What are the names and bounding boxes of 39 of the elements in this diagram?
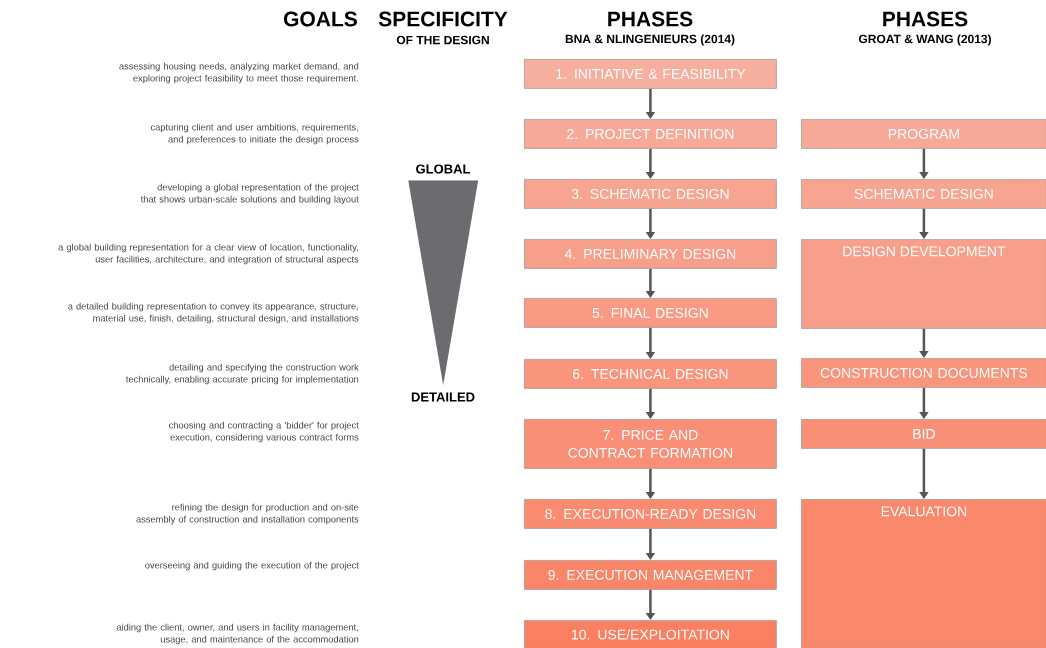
goal-text: detailing and specifying the construction work technically, enabling accurate pricing for implementation: [126, 363, 359, 385]
phase-box: 9. EXECUTION MANAGEMENT: [524, 560, 777, 590]
goal-text: developing a global representation of the project that shows urban-scale solutions and building layout: [140, 183, 359, 205]
phase-box: PROGRAM: [801, 119, 1046, 149]
phase-box: 2. PROJECT DEFINITION: [524, 119, 777, 149]
column-heading: GOALS: [284, 11, 357, 27]
phase-box: DESIGN DEVELOPMENT: [801, 239, 1046, 329]
column-subheading: OF THE DESIGN: [396, 35, 489, 45]
goal-text: a global building representation for a clear view of location, functionality, user facilities, architecture, and integration of structural aspects: [58, 243, 359, 265]
phase-box: 4. PRELIMINARY DESIGN: [524, 239, 777, 269]
phase-box: 8. EXECUTION-READY DESIGN: [524, 499, 777, 529]
goal-text: capturing client and user ambitions, requirements, and preferences to initiate the design process: [150, 123, 359, 145]
arrow: [919, 328, 929, 358]
goal-text: aiding the client, owner, and users in facility management, usage, and maintenance of the accommodation: [116, 623, 359, 645]
phase-box: EVALUATION: [801, 499, 1046, 648]
goal-text: a detailed building representation to convey its appearance, structure, material use, finish, detailing, structural design, and installations: [68, 302, 359, 324]
column-heading: SPECIFICITY: [378, 11, 508, 27]
goal-text: refining the design for production and on-site assembly of construction and installation components: [136, 503, 359, 525]
column-heading: PHASES: [883, 11, 968, 27]
phase-box: 7. PRICE AND CONTRACT FORMATION: [524, 419, 777, 469]
goal-text: assessing housing needs, analyzing market demand, and exploring project feasibility to meet those requirement.: [119, 62, 359, 84]
phase-box: SCHEMATIC DESIGN: [801, 179, 1046, 209]
phase-box: 1. INITIATIVE & FEASIBILITY: [524, 59, 777, 89]
phase-box: 3. SCHEMATIC DESIGN: [524, 179, 777, 209]
phase-box: 10. USE/EXPLOITATION: [524, 620, 777, 648]
column-heading: PHASES: [608, 11, 693, 27]
arrow: [919, 387, 929, 419]
arrow: [919, 208, 929, 239]
goal-text: overseeing and guiding the execution of the project: [145, 561, 359, 571]
column-subheading: BNA & NLINGENIEURS (2014): [565, 34, 735, 46]
phase-box: BID: [801, 419, 1046, 449]
arrow: [919, 448, 929, 499]
phase-box: CONSTRUCTION DOCUMENTS: [801, 358, 1046, 388]
arrow: [919, 148, 929, 179]
column-subheading: GROAT & WANG (2013): [858, 34, 991, 46]
specificity-wedge: [408, 180, 479, 386]
phase-box: 6. TECHNICAL DESIGN: [524, 359, 777, 389]
goal-text: choosing and contracting a 'bidder' for project execution, considering various contract forms: [169, 421, 359, 443]
phase-box: 5. FINAL DESIGN: [524, 298, 777, 328]
